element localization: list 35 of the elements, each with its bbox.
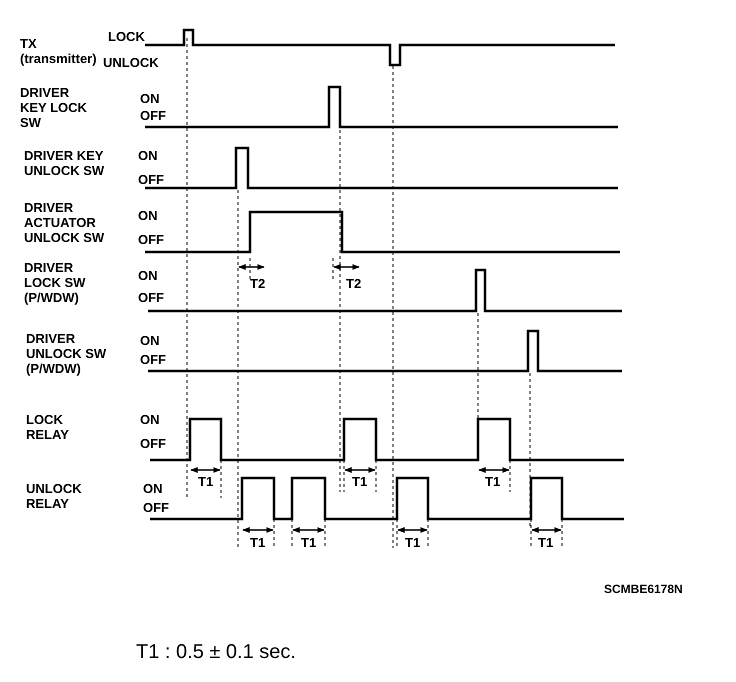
signal-name: DRIVER KEY LOCK SW xyxy=(20,85,88,130)
signal-name: DRIVER LOCK SW (P/WDW) xyxy=(24,260,86,305)
state-label: OFF xyxy=(138,232,164,247)
state-label: ON xyxy=(140,412,160,427)
figure-code: SCMBE6178N xyxy=(604,582,683,597)
time-label: T2 xyxy=(250,276,266,291)
time-label: T1 xyxy=(352,474,368,489)
state-label: ON xyxy=(140,91,160,106)
time-label: T2 xyxy=(346,276,362,291)
state-label: OFF xyxy=(140,108,166,123)
state-label: ON xyxy=(138,148,158,163)
state-label: ON xyxy=(138,268,158,283)
state-label: LOCK xyxy=(108,29,145,44)
signal-name: DRIVER ACTUATOR UNLOCK SW xyxy=(24,200,106,245)
signal-name: LOCK RELAY xyxy=(26,412,70,442)
state-label: ON xyxy=(143,481,162,496)
signal-name: DRIVER UNLOCK SW (P/WDW) xyxy=(26,331,108,376)
state-label: OFF xyxy=(138,290,164,305)
time-label: T1 xyxy=(250,535,266,550)
state-label: ON xyxy=(138,208,158,223)
time-label: T1 xyxy=(301,535,316,550)
time-label: T1 xyxy=(485,474,500,489)
signal-name: UNLOCK RELAY xyxy=(26,481,83,511)
note: T1 : 0.5 ± 0.1 sec. xyxy=(136,640,296,664)
state-label: OFF xyxy=(143,500,169,515)
state-label: OFF xyxy=(138,172,164,187)
state-label: UNLOCK xyxy=(103,55,159,70)
time-label: T1 xyxy=(198,474,214,489)
state-label: ON xyxy=(140,333,160,348)
signal-name: DRIVER KEY UNLOCK SW xyxy=(24,148,106,178)
state-label: OFF xyxy=(140,352,166,367)
time-label: T1 xyxy=(405,535,420,550)
time-label: T1 xyxy=(538,535,554,550)
state-label: OFF xyxy=(140,436,166,451)
signal-name: TX (transmitter) xyxy=(20,36,98,66)
